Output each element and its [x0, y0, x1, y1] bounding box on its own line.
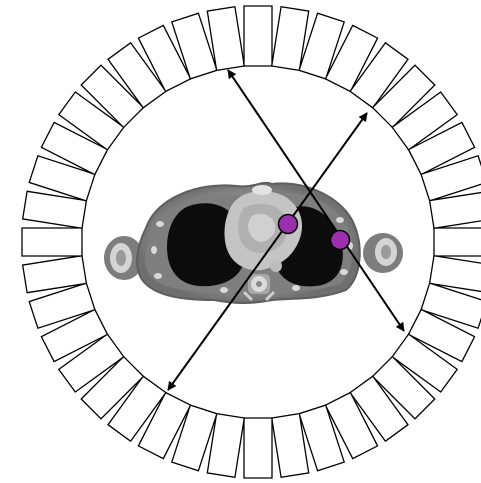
event-marker-1 [279, 215, 298, 234]
event-marker-2 [331, 231, 350, 250]
right-arm [363, 233, 403, 273]
aorta [270, 260, 282, 272]
ct-chest-slice [104, 183, 403, 303]
detector-crystal [244, 418, 272, 478]
detector-crystal [244, 6, 272, 66]
sternum [252, 185, 272, 195]
detector-crystal [22, 228, 82, 256]
detector-crystal [434, 228, 481, 256]
